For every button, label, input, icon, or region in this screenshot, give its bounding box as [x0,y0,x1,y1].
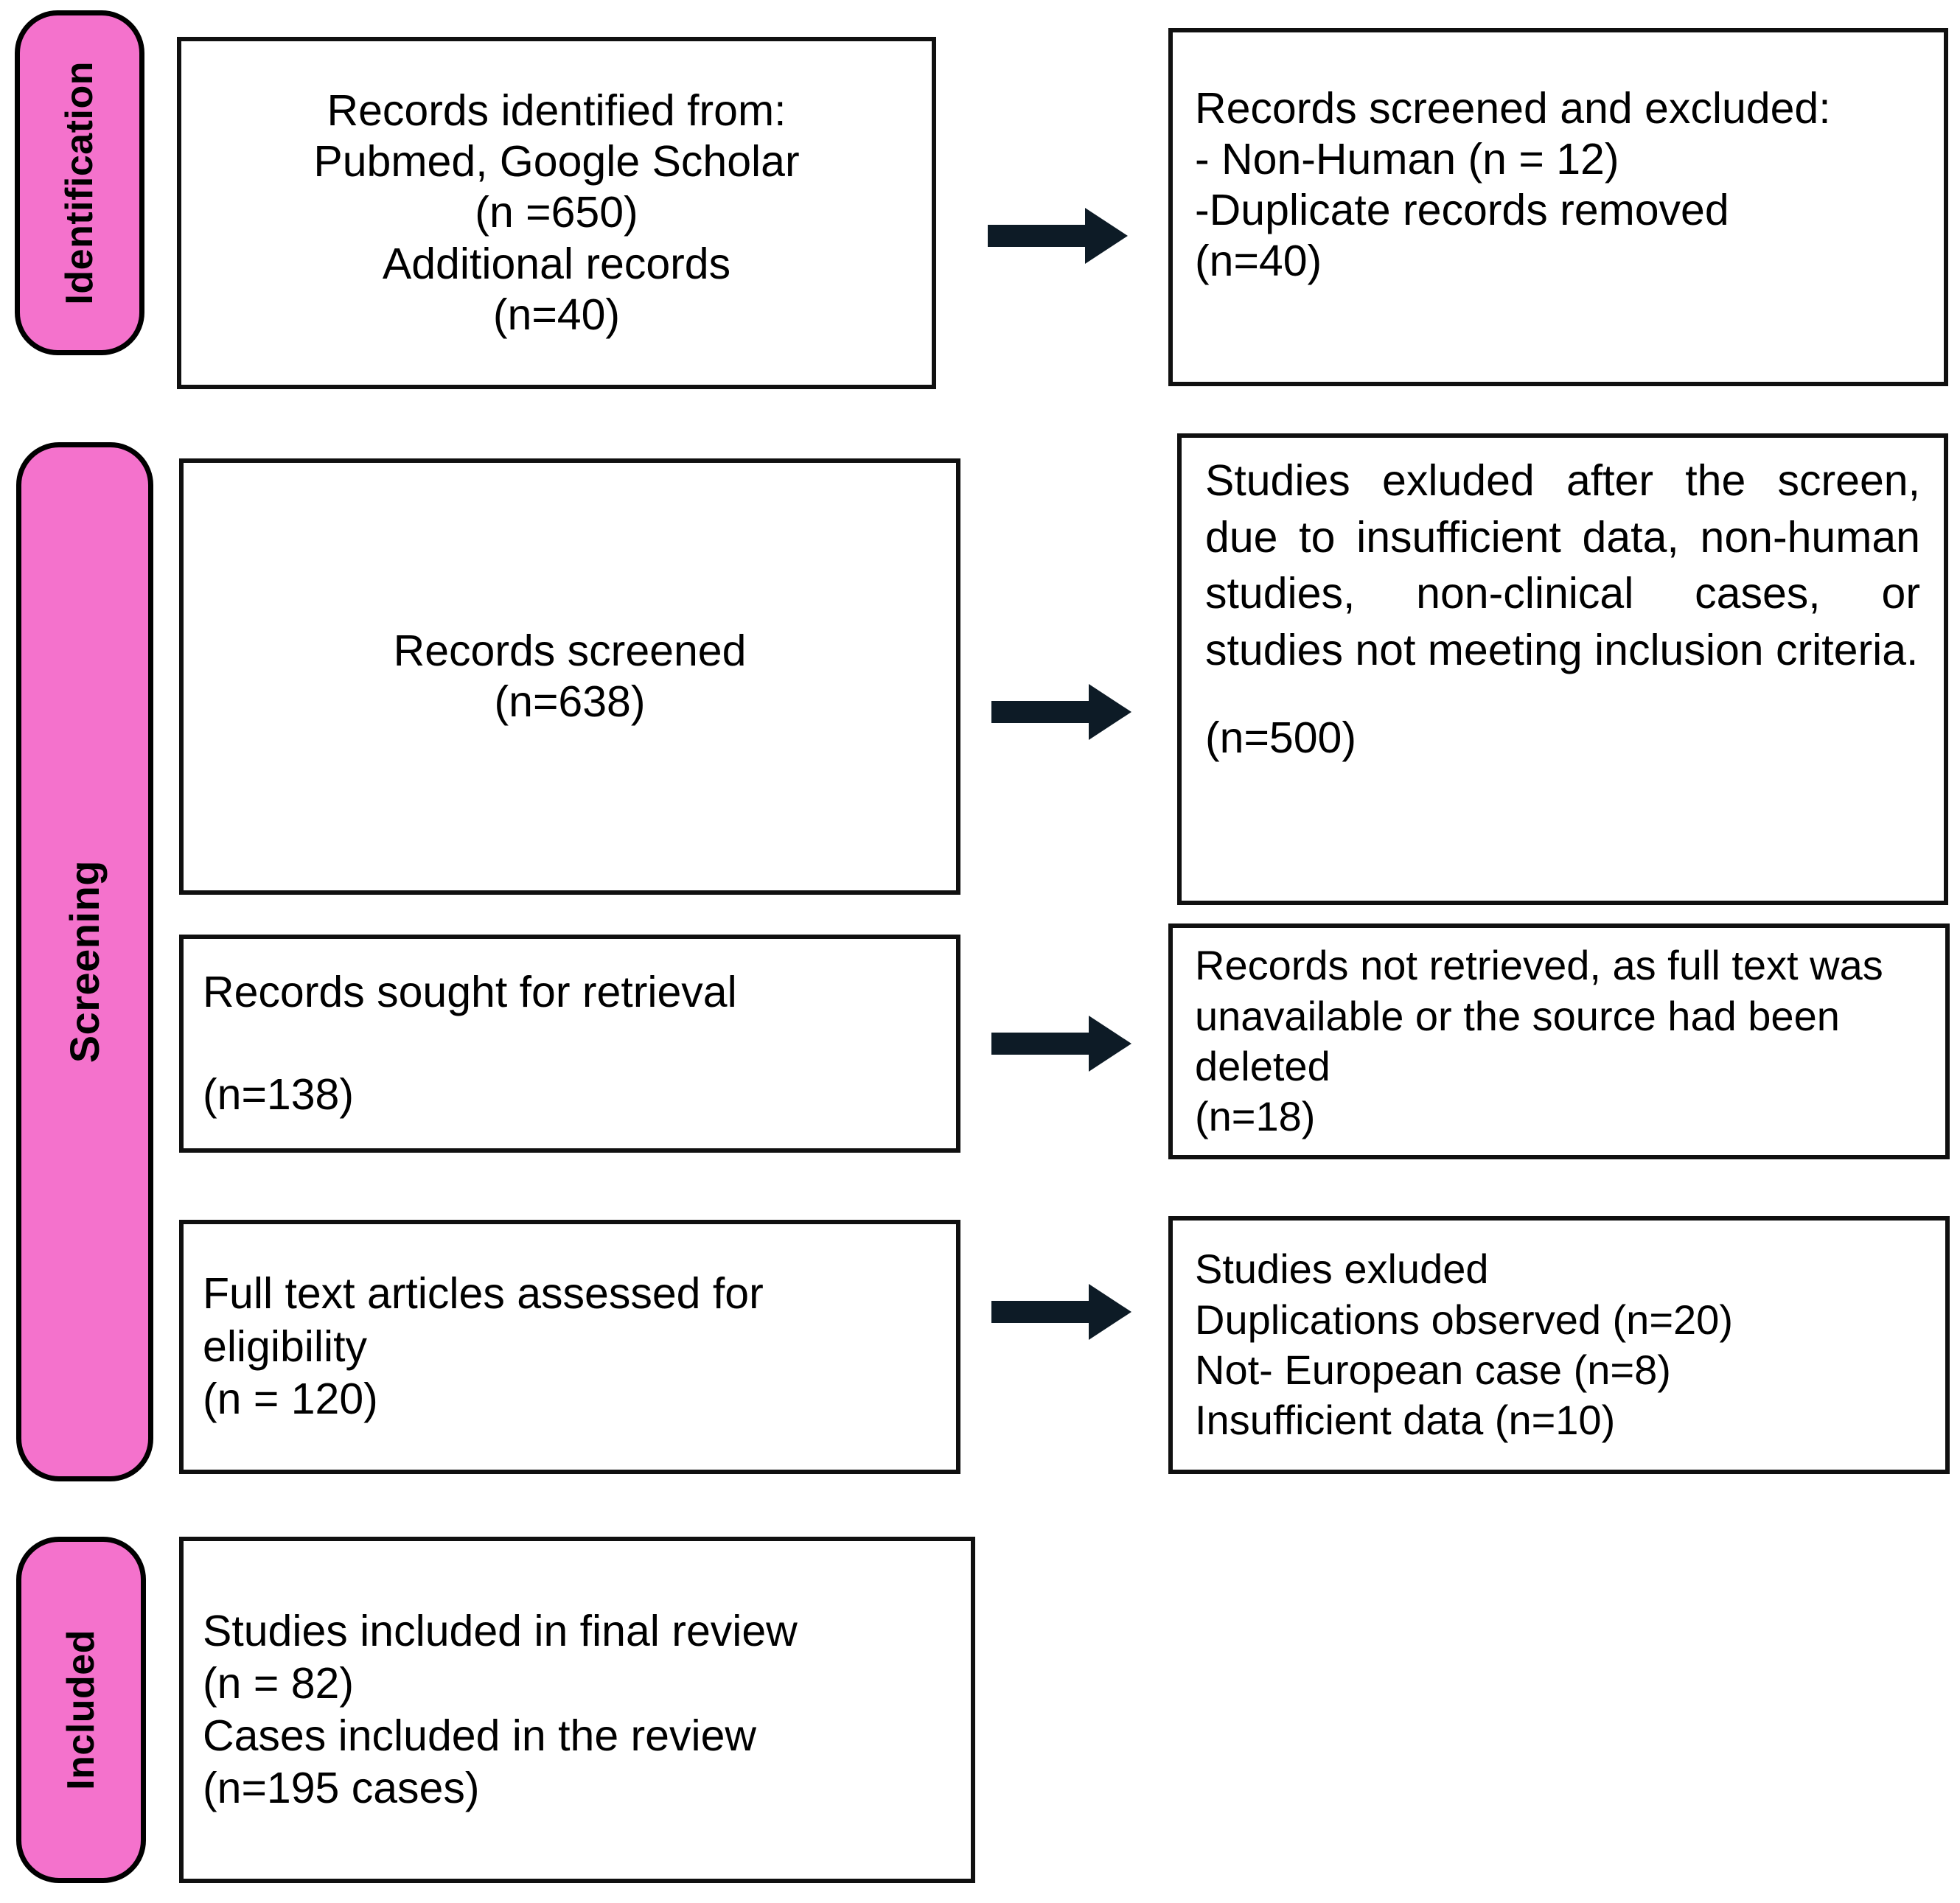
arrow-eligibility-icon [991,1284,1131,1340]
box-studies-included: Studies included in final review (n = 82… [179,1537,975,1883]
box-studies-excluded-after-screen: Studies exluded after the screen, due to… [1177,433,1948,905]
box-studies-included-text: Studies included in final review (n = 82… [203,1607,798,1812]
box-studies-excluded-eligibility-text: Studies exluded Duplications observed (n… [1195,1246,1733,1444]
stage-label-identification: Identification [58,60,101,305]
arrow-retrieval-icon [991,1016,1131,1072]
arrow-head [1089,684,1131,740]
box-records-screened-text: Records screened (n=638) [393,626,747,726]
box-records-screened-excluded-text: Records screened and excluded: - Non-Hum… [1195,83,1831,286]
stage-pill-screening: Screening [16,442,153,1481]
stage-label-screening: Screening [61,860,108,1064]
box-studies-excluded-after-screen-count: (n=500) [1205,713,1357,762]
box-records-screened-excluded: Records screened and excluded: - Non-Hum… [1168,28,1948,386]
arrow-screening-icon [991,684,1131,740]
arrow-head [1089,1284,1131,1340]
box-records-identified: Records identified from: Pubmed, Google … [177,37,936,389]
stage-label-included: Included [60,1630,102,1790]
arrow-head [1085,208,1128,264]
box-records-identified-text: Records identified from: Pubmed, Google … [313,86,800,339]
stage-pill-identification: Identification [15,10,144,355]
box-records-screened: Records screened (n=638) [179,458,960,895]
arrow-identification-icon [988,208,1128,264]
box-full-text-assessed: Full text articles assessed for eligibil… [179,1220,960,1474]
box-records-not-retrieved-text: Records not retrieved, as full text was … [1195,942,1883,1140]
arrow-head [1089,1016,1131,1072]
arrow-shaft [991,701,1089,723]
arrow-shaft [988,225,1085,247]
box-studies-excluded-eligibility: Studies exluded Duplications observed (n… [1168,1216,1950,1474]
arrow-shaft [991,1301,1089,1323]
arrow-shaft [991,1033,1089,1055]
stage-pill-included: Included [16,1537,146,1883]
box-records-not-retrieved: Records not retrieved, as full text was … [1168,923,1950,1159]
box-full-text-assessed-text: Full text articles assessed for eligibil… [203,1268,764,1424]
box-records-sought-for-retrieval: Records sought for retrieval (n=138) [179,935,960,1153]
box-studies-excluded-after-screen-text: Studies exluded after the screen, due to… [1205,456,1920,675]
box-records-sought-for-retrieval-text: Records sought for retrieval (n=138) [203,968,737,1119]
